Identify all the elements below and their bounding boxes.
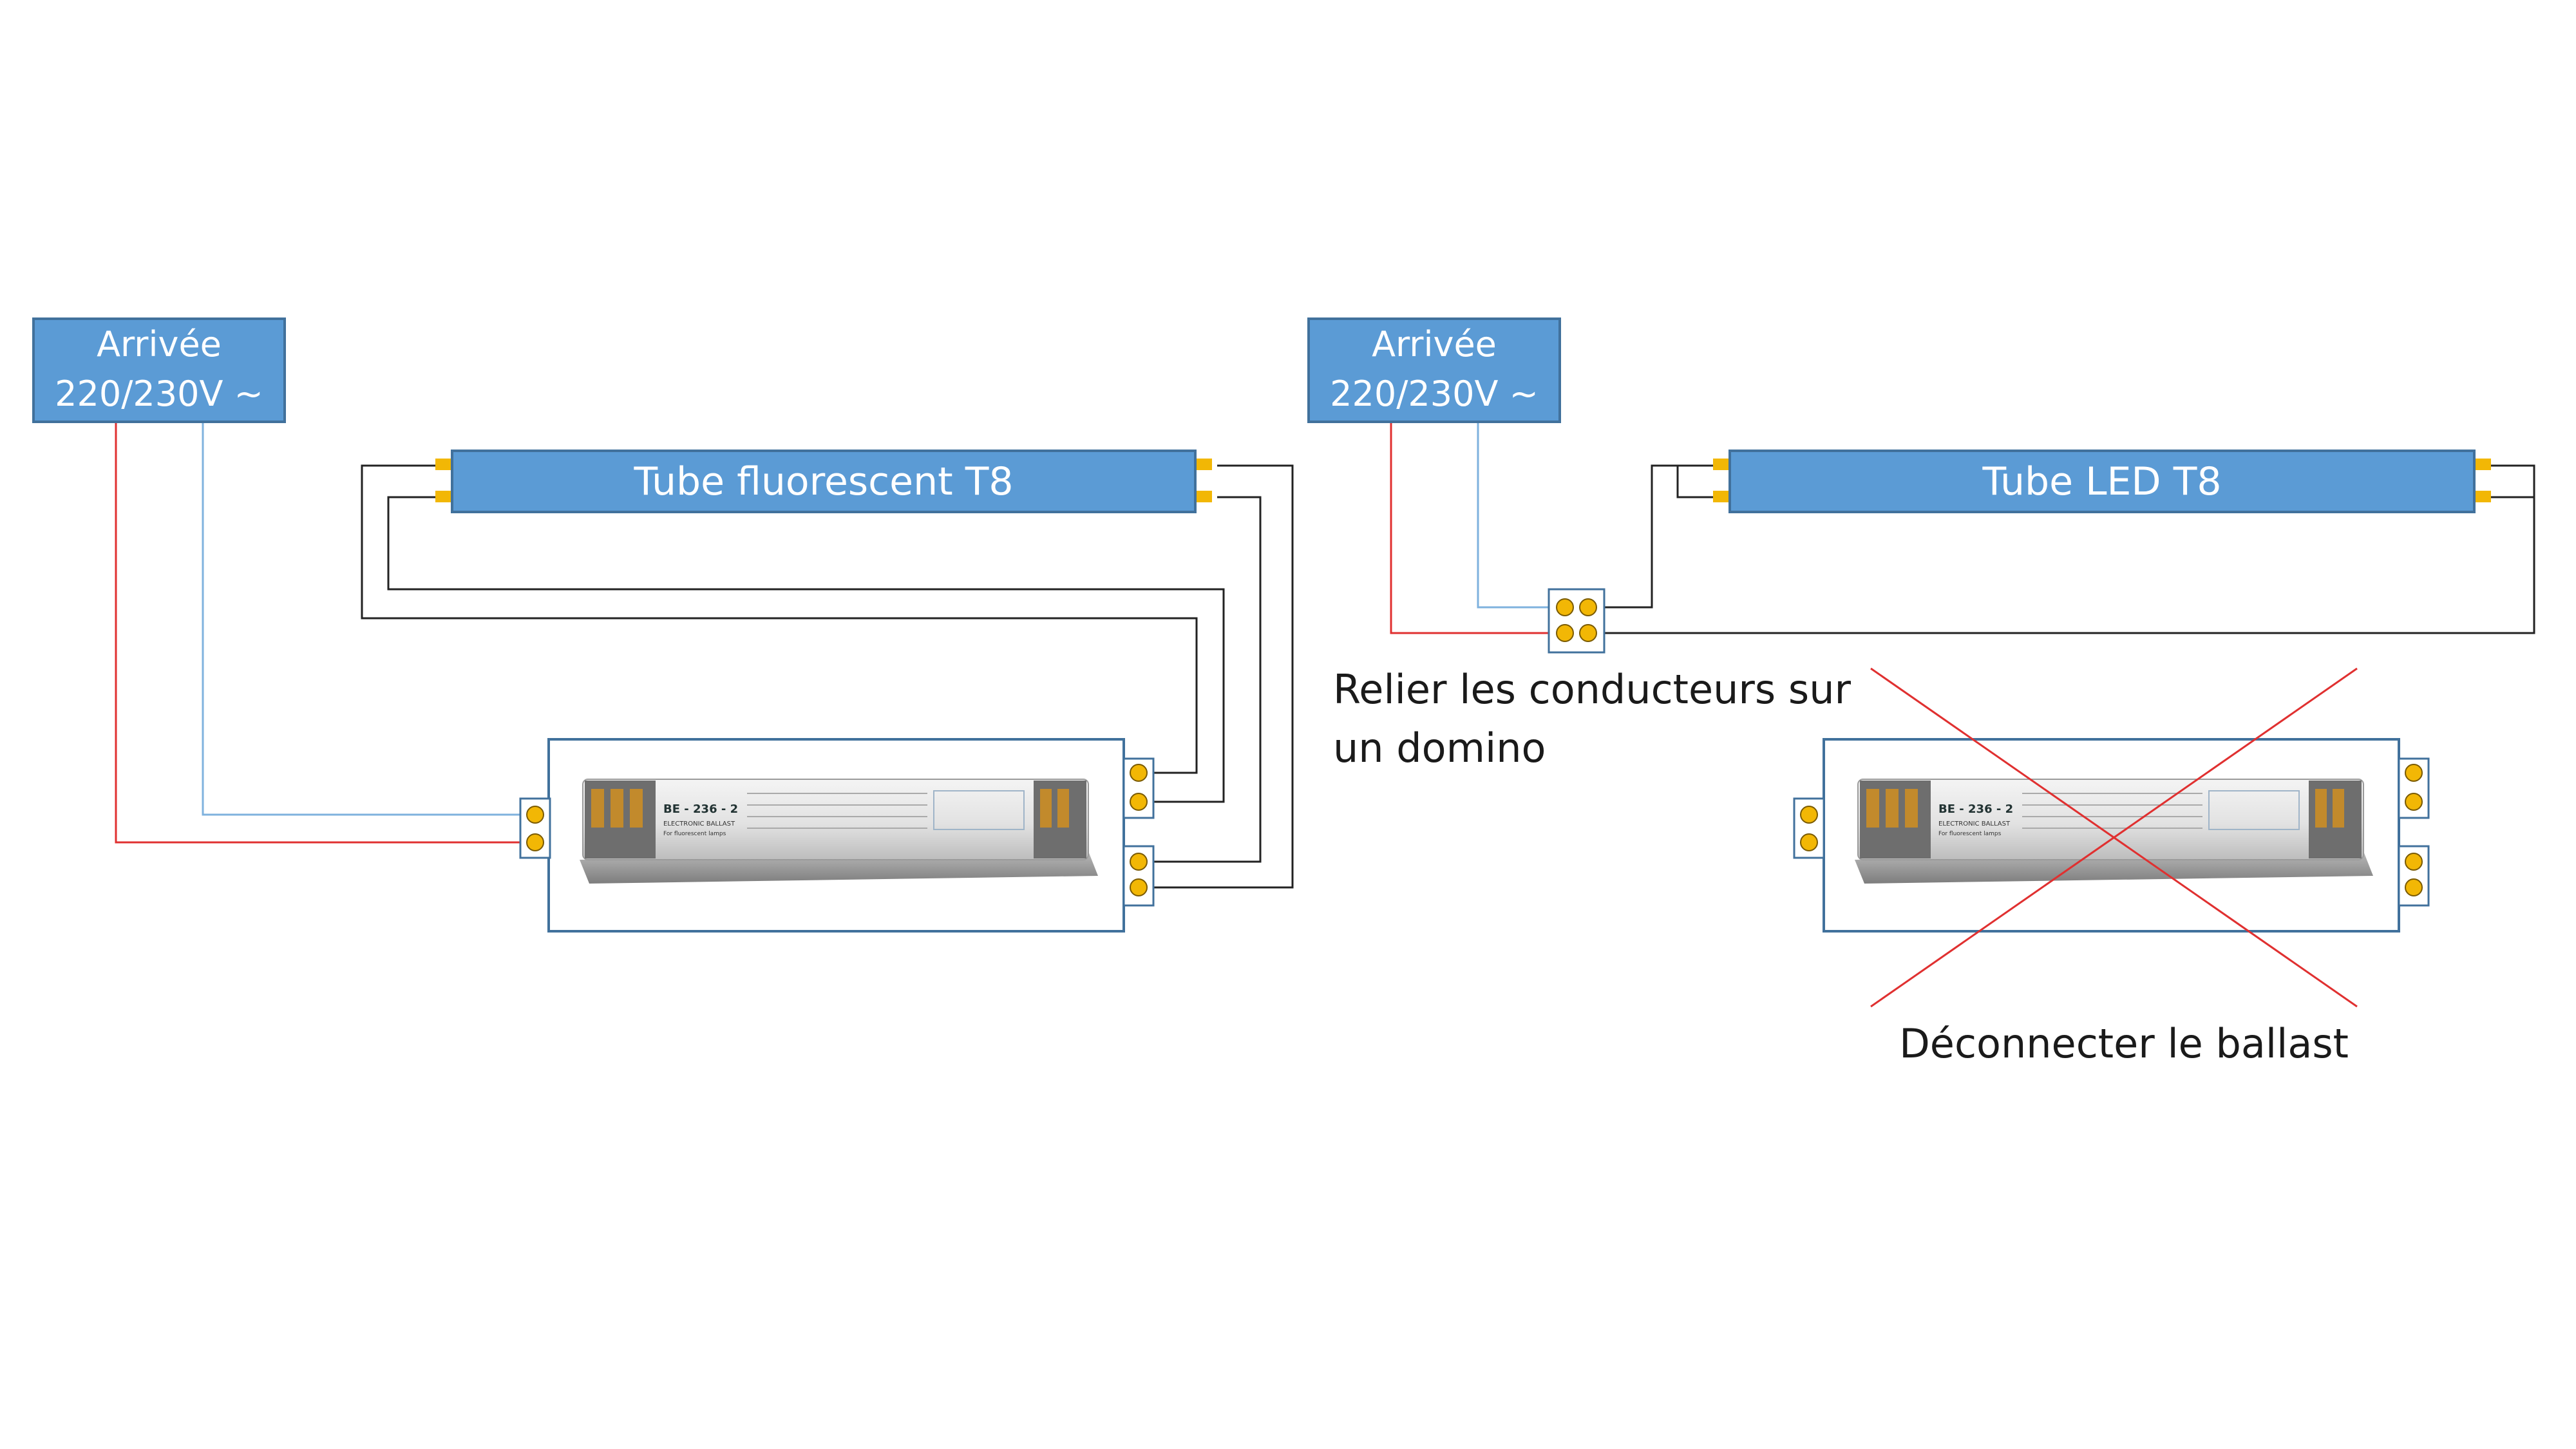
right-ballast-model: BE - 236 - 2 — [1938, 802, 2013, 816]
right-tube-bridge-left — [1676, 466, 1713, 498]
left-ballast-output-terminal — [1122, 757, 1155, 819]
left-wires — [115, 422, 1294, 889]
left-lamp-wire-d — [1153, 496, 1262, 863]
left-supply-line1: Arrivée — [97, 324, 222, 365]
right-tube-bridge-right — [2491, 464, 2535, 497]
right-ballast-input-terminal — [1793, 797, 1825, 859]
right-supply-box: Arrivée 220/230V ~ — [1307, 317, 1561, 423]
left-ballast: BE - 236 - 2 ELECTRONIC BALLAST For fluo… — [519, 738, 1155, 933]
left-ballast-input-terminal — [519, 797, 551, 859]
left-lamp-wire-a — [361, 464, 1198, 774]
right-diagram-led: Arrivée 220/230V ~ Tube LED T8 Relier le… — [1307, 317, 2535, 1067]
left-ballast-note: For fluorescent lamps — [663, 831, 726, 837]
right-ballast-subtitle: ELECTRONIC BALLAST — [1938, 820, 2011, 828]
left-neutral-wire — [202, 422, 523, 816]
left-tube-label: Tube fluorescent T8 — [633, 459, 1013, 504]
right-ballast-output-terminal — [2398, 757, 2430, 819]
left-lamp-wire-b — [387, 496, 1225, 803]
left-supply-box: Arrivée 220/230V ~ — [32, 317, 286, 423]
right-ballast-photo: BE - 236 - 2 ELECTRONIC BALLAST For fluo… — [1855, 779, 2373, 884]
left-ballast-output-terminal — [1122, 845, 1155, 907]
right-neutral-wire — [1477, 422, 1571, 609]
left-diagram-fluorescent: Arrivée 220/230V ~ Tube fluorescent T8 — [32, 317, 1294, 933]
left-tube-pin — [435, 491, 452, 502]
domino-connector — [1548, 588, 1605, 654]
domino-caption-line1: Relier les conducteurs sur — [1333, 666, 1852, 713]
domino-caption-line2: un domino — [1333, 724, 1546, 772]
right-lamp-wire-right — [1591, 496, 2535, 634]
right-ballast-output-terminal — [2398, 845, 2430, 907]
right-ballast-note: For fluorescent lamps — [1938, 831, 2002, 837]
disconnect-caption: Déconnecter le ballast — [1899, 1020, 2349, 1067]
left-lamp-wire-c — [1153, 464, 1294, 889]
left-ballast-model: BE - 236 - 2 — [663, 802, 738, 816]
left-supply-line2: 220/230V ~ — [55, 374, 263, 414]
left-ballast-subtitle: ELECTRONIC BALLAST — [663, 820, 735, 828]
right-tube-pin — [2474, 491, 2491, 502]
left-tube-pin — [1195, 491, 1212, 502]
left-ballast-photo: BE - 236 - 2 ELECTRONIC BALLAST For fluo… — [580, 779, 1098, 884]
left-tube-pin — [435, 459, 452, 470]
right-tube-pin — [1713, 491, 1730, 502]
right-tube-pin — [1713, 459, 1730, 470]
left-tube-pin — [1195, 459, 1212, 470]
right-supply-line2: 220/230V ~ — [1330, 374, 1539, 414]
right-phase-wire — [1390, 422, 1571, 634]
right-tube-pin — [2474, 459, 2491, 470]
right-lamp-wire-left — [1591, 464, 1713, 609]
right-supply-line1: Arrivée — [1372, 324, 1497, 365]
right-tube-label: Tube LED T8 — [1982, 459, 2221, 504]
left-tube-fluorescent: Tube fluorescent T8 — [435, 450, 1212, 513]
right-tube-led: Tube LED T8 — [1713, 450, 2491, 513]
right-wires — [1390, 422, 2535, 634]
left-phase-wire — [115, 422, 523, 844]
disconnect-cross — [1870, 667, 2358, 1008]
